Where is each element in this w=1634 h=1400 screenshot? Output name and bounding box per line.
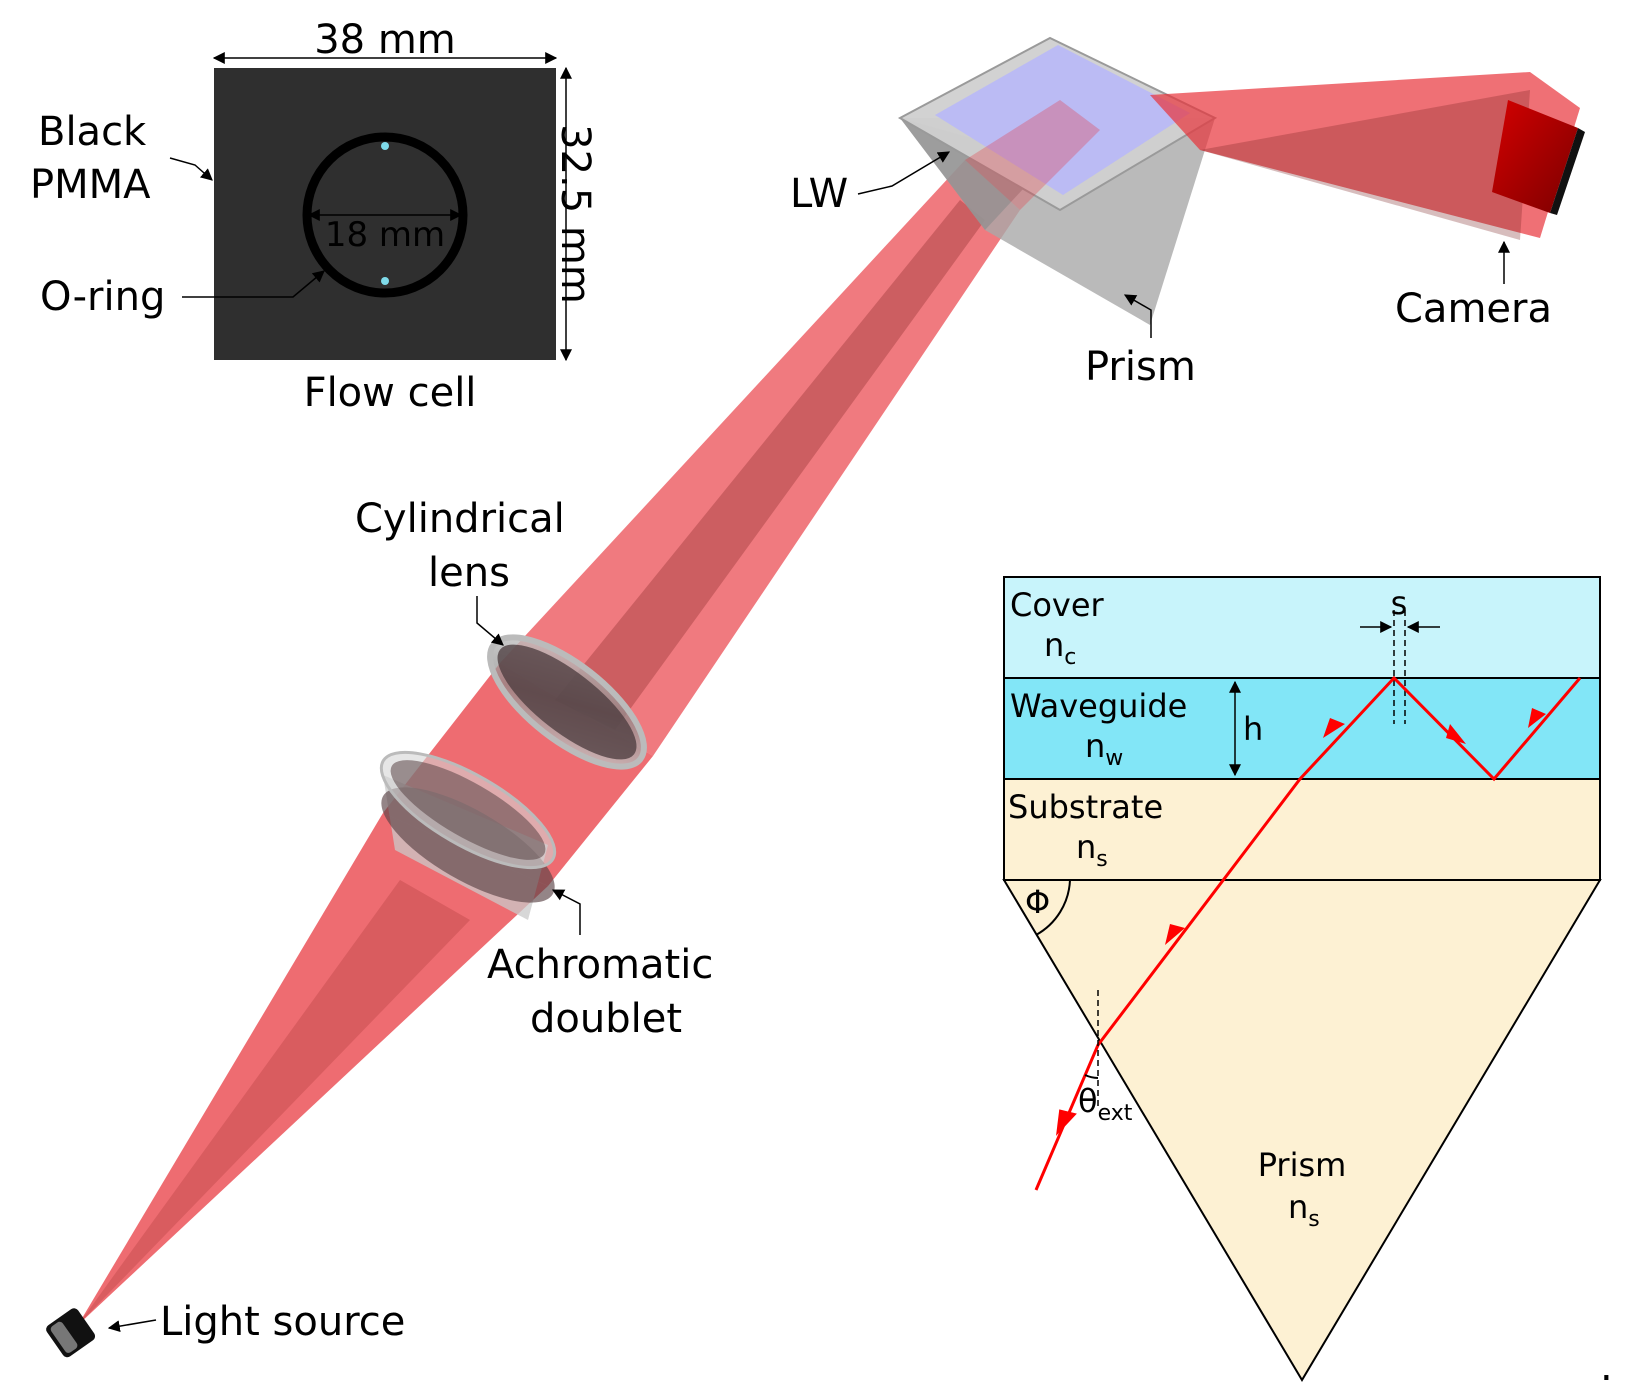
light-source-label: Light source bbox=[160, 1299, 405, 1345]
shift-label: s bbox=[1391, 584, 1408, 622]
lw-pointer bbox=[857, 151, 951, 195]
ray-arrow-4 bbox=[1446, 724, 1466, 744]
substrate-layer bbox=[1003, 778, 1601, 881]
camera bbox=[1492, 100, 1585, 215]
flow-cell-inset: 38 mm 32.5 mm 18 mm Black PMMA O-ring Fl… bbox=[30, 17, 598, 416]
beam-to-camera bbox=[1150, 72, 1580, 238]
prism-label: Prism bbox=[1085, 344, 1196, 390]
lw-chip-surface bbox=[935, 45, 1190, 195]
waveguide-label: Waveguide bbox=[1010, 687, 1187, 725]
waveguide-index: nw bbox=[1085, 727, 1123, 771]
light-source-pointer bbox=[107, 1319, 157, 1333]
substrate-label: Substrate bbox=[1008, 788, 1163, 826]
trailing-mark: . bbox=[1600, 1344, 1613, 1390]
phi-arc bbox=[1035, 879, 1071, 936]
cylindrical-lens-label-line1: Cylindrical bbox=[355, 496, 565, 542]
ray-arrow-3 bbox=[1323, 718, 1345, 738]
camera-sensor bbox=[1492, 100, 1578, 213]
theta-arc bbox=[1084, 1074, 1099, 1079]
cover-layer bbox=[1003, 576, 1601, 679]
achromatic-doublet-label-line1: Achromatic bbox=[487, 942, 713, 988]
flow-cell-title: Flow cell bbox=[304, 370, 477, 416]
ray-arrow-2 bbox=[1165, 924, 1185, 945]
optical-setup: LW Prism Camera Cylindrical lens Achroma… bbox=[46, 36, 1585, 1358]
camera-edge bbox=[1550, 128, 1585, 215]
width-dimension-label: 38 mm bbox=[314, 17, 456, 63]
prism-coupler-label: Prism bbox=[1258, 1146, 1347, 1184]
inlet-port bbox=[381, 142, 389, 150]
light-source bbox=[46, 1308, 96, 1358]
phi-label: Φ bbox=[1025, 883, 1050, 921]
cover-label: Cover bbox=[1010, 586, 1105, 624]
theta-label: θext bbox=[1078, 1082, 1133, 1126]
oring-label: O-ring bbox=[40, 274, 165, 320]
oring-pointer bbox=[182, 270, 325, 298]
cylindrical-lens-pointer bbox=[476, 596, 504, 646]
material-label-line2: PMMA bbox=[30, 162, 151, 208]
camera-label: Camera bbox=[1395, 286, 1552, 332]
beam-on-chip bbox=[965, 100, 1100, 210]
beam-lower-shadow bbox=[78, 880, 470, 1325]
prism-coupler-index: ns bbox=[1288, 1188, 1320, 1232]
achromatic-doublet bbox=[379, 750, 557, 920]
outlet-port bbox=[381, 277, 389, 285]
light-ray bbox=[1034, 675, 1582, 1191]
waveguide-layer bbox=[1003, 677, 1601, 780]
lw-label: LW bbox=[790, 171, 848, 217]
achromatic-doublet-pointer bbox=[551, 889, 581, 935]
material-pointer bbox=[169, 157, 213, 181]
cover-index: nc bbox=[1044, 626, 1076, 670]
prism-coupler bbox=[1002, 879, 1602, 1382]
beam-inner-wedge bbox=[555, 200, 985, 730]
waveguide-cross-section: Cover nc Waveguide nw Substrate ns Prism… bbox=[1002, 576, 1602, 1382]
ray-arrow-1 bbox=[1056, 1109, 1077, 1136]
beam-source-cone bbox=[78, 813, 548, 1325]
substrate-index: ns bbox=[1076, 828, 1108, 872]
cylindrical-lens-label-line2: lens bbox=[428, 550, 510, 596]
o-ring bbox=[302, 132, 468, 298]
prism-pointer bbox=[1123, 294, 1152, 338]
beam-to-prism-sheet bbox=[500, 160, 1020, 756]
prism-3d-side bbox=[900, 118, 1050, 230]
height-dimension-label: 32.5 mm bbox=[552, 124, 598, 304]
thickness-label: h bbox=[1243, 710, 1263, 748]
flow-cell-body bbox=[214, 68, 556, 360]
material-label-line1: Black bbox=[38, 109, 147, 155]
diameter-dimension-label: 18 mm bbox=[325, 215, 445, 255]
ray-arrow-5 bbox=[1528, 708, 1546, 728]
achromatic-doublet-label-line2: doublet bbox=[530, 996, 682, 1042]
beam-to-camera-shadow bbox=[1200, 90, 1530, 240]
